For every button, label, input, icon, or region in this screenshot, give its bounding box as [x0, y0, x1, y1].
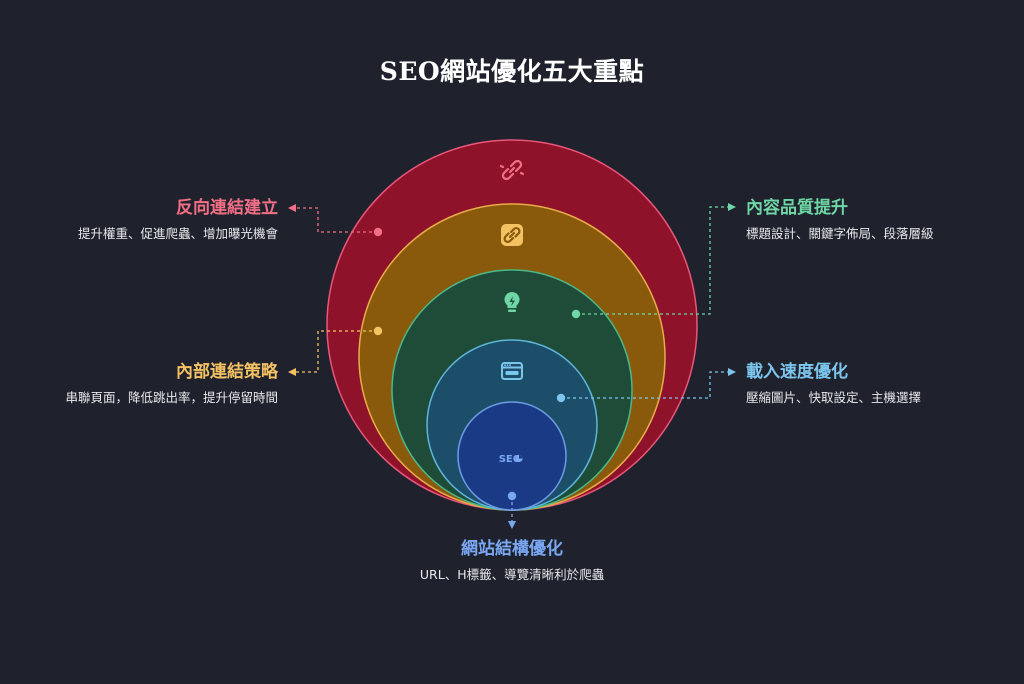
seo-icon: SEO: [499, 454, 523, 465]
callout-backlinks: 反向連結建立 提升權重、促進爬蟲、增加曝光機會: [40, 197, 278, 242]
callout-backlinks-description: 提升權重、促進爬蟲、增加曝光機會: [77, 226, 278, 241]
callout-internal-links-description: 串聯頁面，降低跳出率，提升停留時間: [65, 390, 278, 405]
connector-speed: [556, 368, 736, 403]
connector-internal-links: [288, 326, 383, 376]
callout-speed-heading: 載入速度優化: [746, 362, 848, 382]
callout-internal-links-heading: 內部連結策略: [176, 362, 278, 382]
callout-content-description: 標題設計、關鍵字佈局、段落層級: [746, 226, 934, 241]
connector-content: [571, 203, 736, 319]
lightbulb-icon: [504, 292, 520, 312]
callout-structure-description: URL、H標籤、導覽清晰利於爬蟲: [419, 567, 605, 582]
seo-icon-text: SEO: [499, 454, 522, 465]
connector-structure: [507, 491, 517, 529]
callout-internal-links: 內部連結策略 串聯頁面，降低跳出率，提升停留時間: [40, 361, 278, 406]
callout-structure: 網站結構優化 URL、H標籤、導覽清晰利於爬蟲: [362, 538, 662, 583]
callout-backlinks-heading: 反向連結建立: [176, 198, 278, 218]
callout-speed: 載入速度優化 壓縮圖片、快取設定、主機選擇: [746, 361, 1006, 406]
link-icon: [501, 224, 523, 246]
callout-content-heading: 內容品質提升: [746, 198, 848, 218]
callout-structure-heading: 網站結構優化: [461, 539, 563, 559]
diagram-title: SEO網站優化五大重點: [379, 57, 645, 86]
browser-window-icon: [501, 362, 523, 380]
callout-speed-description: 壓縮圖片、快取設定、主機選擇: [746, 390, 922, 405]
callout-content: 內容品質提升 標題設計、關鍵字佈局、段落層級: [746, 197, 1006, 242]
broken-link-icon: [499, 159, 525, 181]
connector-backlinks: [288, 204, 383, 237]
